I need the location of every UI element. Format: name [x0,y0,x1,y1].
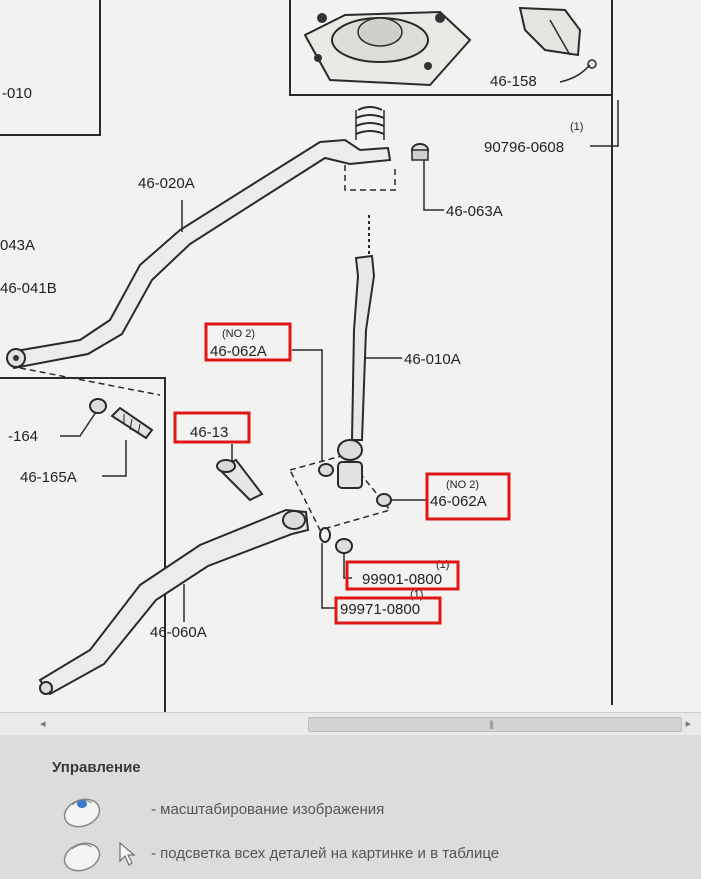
parts-diagram[interactable]: -010 46-158 (1) 90796-0608 46-020A 46-06… [0,0,701,712]
shift-housing-part[interactable] [303,10,472,87]
nut-99901[interactable] [335,538,353,554]
label-46-13x[interactable]: 46-13 [190,424,228,441]
bracket-part-158[interactable] [518,6,582,57]
mouse-pointer-icon [119,841,136,866]
label-90796-0608[interactable]: 90796-0608 [484,139,564,156]
label-99901-0800[interactable]: 99901-0800 [362,571,442,588]
qty-46-062A-1: (NO 2) [222,328,255,340]
qty-46-062A-2: (NO 2) [446,479,479,491]
label-164[interactable]: -164 [8,428,38,445]
label-46-158[interactable]: 46-158 [490,73,537,90]
mouse-icon [63,842,101,872]
horizontal-scrollbar[interactable]: ◂ ||| ▸ [0,712,701,735]
label-46-010A[interactable]: 46-010A [404,351,461,368]
nut-063A[interactable] [411,143,429,161]
bolt-165A[interactable] [110,406,154,440]
highlight-46-062A-2 [425,472,511,521]
scrollbar-thumb[interactable]: ||| [308,717,682,732]
control-highlight-description: - подсветка всех деталей на картинке и в… [151,845,500,862]
control-zoom-description: - масштабирование изображения [151,801,385,818]
rod-46-060A[interactable] [38,508,310,696]
parts-diagram-viewer[interactable]: -010 46-158 (1) 90796-0608 46-020A 46-06… [0,0,701,735]
label-043A[interactable]: 043A [0,237,35,254]
highlight-99971-0800 [334,596,442,625]
mouse-scroll-icon [63,798,101,828]
label-46-063A[interactable]: 46-063A [446,203,503,220]
highlight-46-13x [173,411,251,444]
qty-90796: (1) [570,121,583,133]
scrollbar-grip-icon: ||| [489,719,494,729]
spring-part[interactable] [355,106,385,140]
label-46-165A[interactable]: 46-165A [20,469,77,486]
left-top-box-frame [0,0,101,136]
label-46-041B[interactable]: 46-041B [0,280,57,297]
controls-panel: Управление - масштабирование изображения… [0,735,701,879]
highlight-46-062A-1 [204,322,292,362]
washer-99971[interactable] [319,527,331,543]
scroll-right-icon[interactable]: ▸ [685,718,691,730]
left-bottom-box-frame [0,377,166,712]
label-46-062A-1[interactable]: 46-062A [210,343,267,360]
pin-46-13x[interactable] [216,458,264,502]
label-99971-0800[interactable]: 99971-0800 [340,601,420,618]
label-46-060A[interactable]: 46-060A [150,624,207,641]
label-46-020A[interactable]: 46-020A [138,175,195,192]
bushing-062A-right[interactable] [376,493,392,507]
highlight-99901-0800 [345,560,460,591]
controls-title: Управление [52,759,141,776]
label-46-062A-2[interactable]: 46-062A [430,493,487,510]
label-010-left[interactable]: -010 [2,85,32,102]
scroll-left-icon[interactable]: ◂ [40,718,46,730]
shaft-46-010A[interactable] [337,215,376,489]
bushing-062A-left[interactable] [318,463,334,477]
washer-164[interactable] [89,398,107,414]
rod-46-020A[interactable] [6,138,392,370]
